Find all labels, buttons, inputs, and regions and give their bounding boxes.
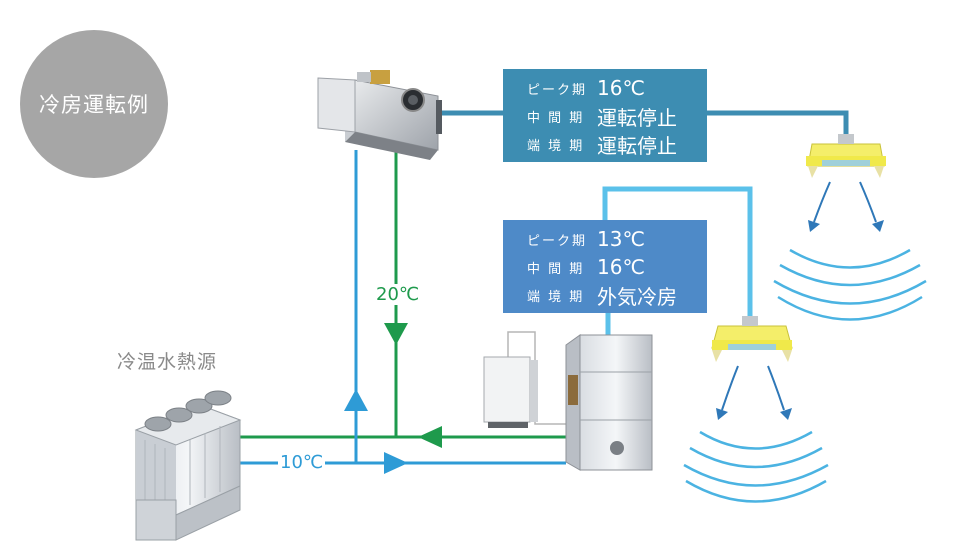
flow-arrows [344,323,442,474]
operation-mode-badge: 冷房運転例 [20,30,168,178]
season-row: 中 間 期 運転停止 [527,102,707,130]
package-unit-temperature-box: ピーク期 13℃ 中 間 期 16℃ 端 境 期 外気冷房 [503,220,707,313]
season-row: 中 間 期 16℃ [527,253,707,281]
season-label: 中 間 期 [527,261,585,277]
ceiling-cassette-mid [711,316,793,362]
cool-air-waves-top [773,248,927,321]
return-water-temperature: 20℃ [374,284,422,305]
season-value: 運転停止 [597,105,677,130]
air-handler-temperature-box: ピーク期 16℃ 中 間 期 運転停止 端 境 期 運転停止 [503,69,707,162]
heat-source-label: 冷温水熱源 [117,351,218,373]
season-label: 中 間 期 [527,110,585,126]
airflow-mid [721,365,785,411]
arrow-left-green [418,426,442,448]
season-label: ピーク期 [527,82,588,98]
airflow-mid-heads [716,408,792,420]
arrow-right-blue [384,452,408,474]
control-panel [483,356,538,428]
season-value: 13℃ [597,227,645,251]
season-label: 端 境 期 [527,138,585,154]
supply-duct-mid [602,186,753,335]
season-row: ピーク期 16℃ [527,74,707,102]
season-value: 16℃ [597,76,645,100]
season-value: 外気冷房 [597,284,677,309]
supply-duct-top [438,110,849,134]
arrow-down-green [384,323,408,345]
ceiling-cassette-top [806,134,886,178]
season-value: 運転停止 [597,133,677,158]
season-label: 端 境 期 [527,289,585,305]
heat-source-unit [134,390,242,541]
control-wire [507,331,572,425]
air-handler-unit [317,70,442,160]
season-label: ピーク期 [527,233,588,249]
season-row: 端 境 期 外気冷房 [527,281,707,309]
cool-air-waves-mid [683,430,829,503]
supply-water-temperature: 10℃ [278,452,326,473]
season-row: 端 境 期 運転停止 [527,130,707,158]
season-row: ピーク期 13℃ [527,225,707,253]
arrow-up-blue [344,389,368,411]
package-unit [565,334,653,471]
season-value: 16℃ [597,255,645,279]
airflow-top [813,181,877,223]
airflow-top-heads [808,220,884,232]
